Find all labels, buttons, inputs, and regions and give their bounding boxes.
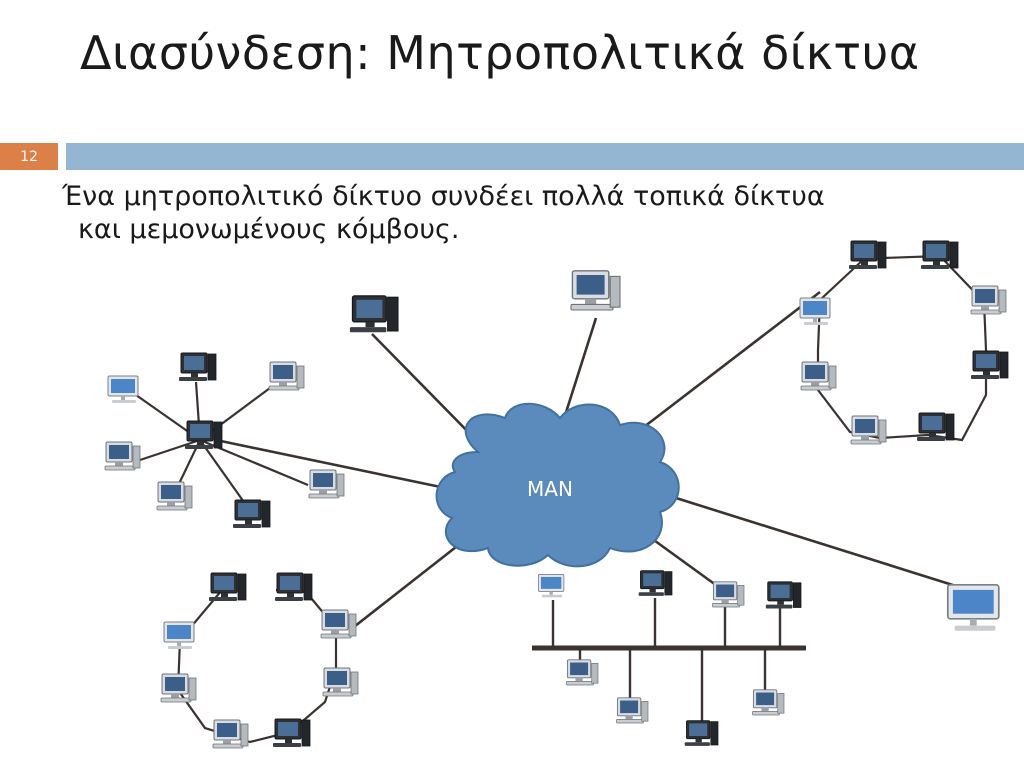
bus-lan: [532, 598, 806, 726]
tower-pc-icon: [268, 361, 305, 391]
computer-icon: [570, 270, 621, 311]
computer-icon: [800, 361, 837, 391]
computer-icon: [752, 689, 785, 716]
laptop-icon: [946, 583, 1000, 632]
tower-pc-icon: [970, 285, 1007, 315]
slide-body: Ένα μητροπολιτικό δίκτυο συνδέει πολλά τ…: [62, 180, 1012, 246]
tower-pc-icon: [320, 609, 357, 639]
computer-icon: [160, 673, 197, 703]
laptop-icon: [107, 375, 139, 404]
body-line-1: Ένα μητροπολιτικό δίκτυο συνδέει πολλά τ…: [62, 181, 825, 212]
cloud-label: MAN: [527, 477, 573, 501]
ring-lan-bottom-left-nodes: [160, 572, 359, 749]
slide-title: Διασύνδεση: Μητροπολιτικά δίκτυα: [80, 26, 920, 80]
computer-icon: [970, 350, 1009, 380]
laptop-icon: [163, 621, 195, 650]
computer-icon: [566, 659, 599, 686]
computer-icon: [104, 441, 141, 471]
computer-icon: [848, 240, 887, 270]
computer-icon: [684, 720, 719, 747]
man-cloud-icon: MAN: [435, 402, 680, 568]
computer-icon: [349, 295, 399, 333]
computer-icon: [156, 481, 193, 511]
computer-icon: [178, 352, 217, 382]
laptop-icon: [799, 297, 831, 326]
computer-icon: [850, 415, 887, 445]
laptop-icon: [537, 573, 565, 598]
ring-lan-top-right: [816, 254, 988, 442]
computer-icon: [916, 412, 955, 442]
bus-lan-nodes: [537, 570, 802, 747]
computer-icon: [322, 667, 359, 697]
standalone-nodes: [349, 270, 1000, 632]
computer-icon: [616, 697, 649, 724]
slide-number: 12: [0, 143, 58, 170]
computer-icon: [272, 718, 311, 748]
body-line-2: και μεμονωμένους κόμβους.: [78, 214, 460, 245]
computer-icon: [212, 719, 249, 749]
tower-pc-icon: [712, 581, 745, 608]
header-rule: [66, 143, 1024, 170]
computer-icon: [232, 499, 271, 529]
computer-icon: [208, 572, 247, 602]
computer-icon: [765, 581, 802, 609]
computer-icon: [184, 420, 223, 450]
computer-icon: [638, 570, 673, 597]
computer-icon: [274, 572, 313, 602]
ring-lan-bottom-left: [176, 588, 338, 744]
computer-icon: [308, 469, 345, 499]
computer-icon: [920, 240, 959, 270]
